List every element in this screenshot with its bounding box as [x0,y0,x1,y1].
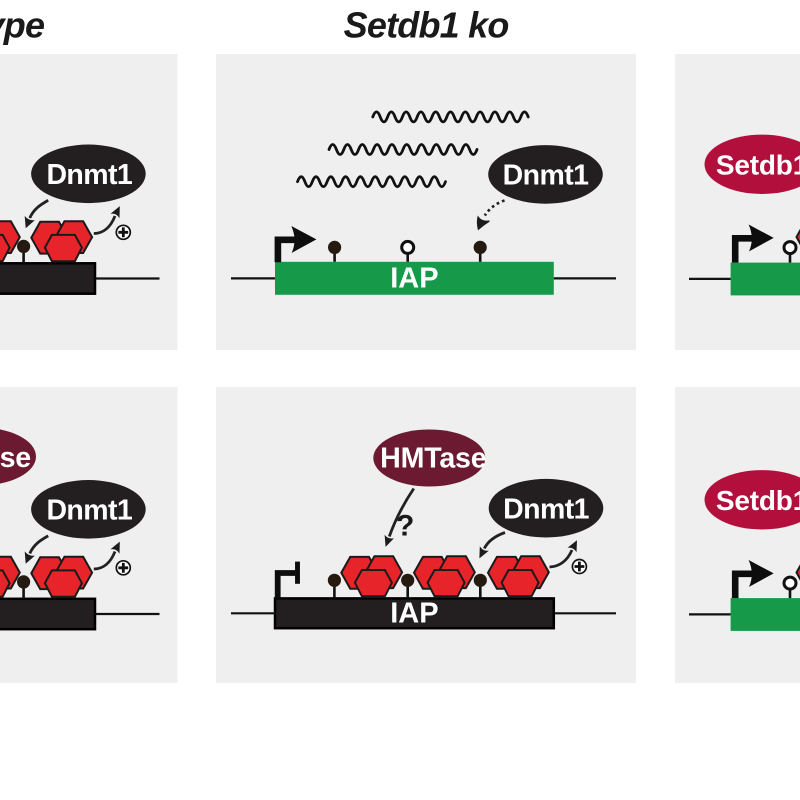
svg-text:Setdb1 ko: Setdb1 ko [344,5,509,46]
svg-text:Dnmt1: Dnmt1 [503,160,589,192]
svg-text:IAP: IAP [390,597,438,629]
svg-text:?: ? [396,510,414,543]
svg-text:Setdb1: Setdb1 [716,150,800,181]
svg-text:IAP: IAP [390,263,438,295]
svg-text:Wild type: Wild type [0,5,45,46]
svg-text:HMTase: HMTase [380,443,486,475]
svg-text:Setdb1: Setdb1 [716,485,800,516]
svg-text:Dnmt1: Dnmt1 [46,495,132,527]
svg-text:Dnmt1: Dnmt1 [46,159,132,191]
svg-text:Dnmt1: Dnmt1 [503,493,589,525]
svg-text:HMTase: HMTase [0,442,31,474]
